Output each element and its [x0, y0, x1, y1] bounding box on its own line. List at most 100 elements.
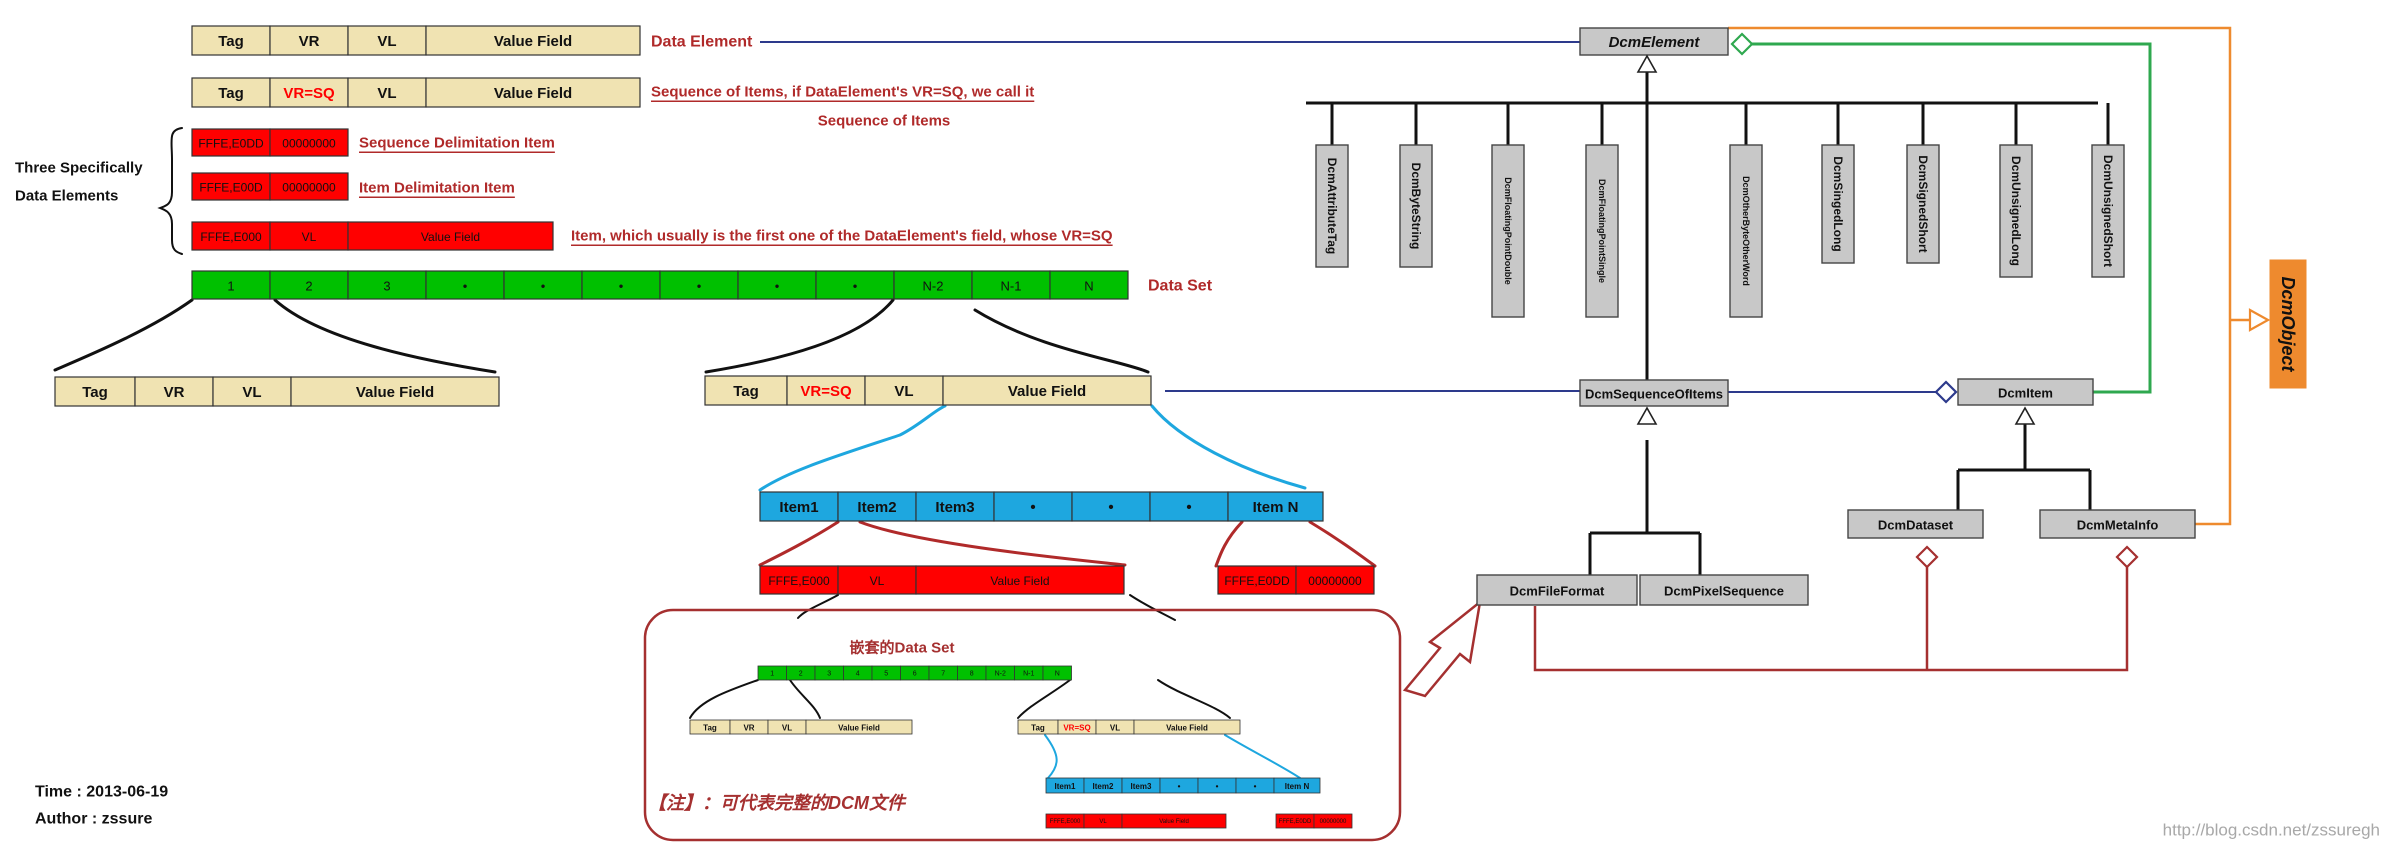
- item-row-cell-label: FFFE,E000: [200, 230, 262, 244]
- dcm-file-format-box-label: DcmFileFormat: [1510, 584, 1605, 599]
- item-row-cell-label: VL: [302, 230, 317, 244]
- dcm-object-box: [2269, 259, 2307, 389]
- dcm-element-box: [1579, 27, 1729, 56]
- mini-items-cell: [1273, 777, 1321, 794]
- time-label: Time : 2013-06-19: [35, 784, 168, 801]
- item-element-aggregation: [1752, 42, 2152, 394]
- expanded-element-row-cell-label: Value Field: [356, 384, 434, 401]
- item-curve: [1150, 404, 1307, 490]
- mini-element-cell: [805, 719, 913, 735]
- sequence-item-diamond: [1934, 380, 1958, 404]
- subclass-box: [1399, 144, 1433, 268]
- subclass-label: DcmByteString: [1409, 163, 1423, 250]
- mini-data-set-cell-label: 8: [970, 671, 974, 678]
- dcm-dataset-box-label: DcmDataset: [1878, 518, 1954, 533]
- sequence-element-row-cell: [425, 77, 641, 108]
- element-triangle: [1636, 54, 1658, 73]
- mini-items-cell-label: Item N: [1285, 782, 1310, 791]
- mini-item-first-cell-label: FFFE,E000: [1050, 819, 1081, 825]
- data-set-row-cell-label: N-2: [923, 279, 944, 294]
- expand-curve: [273, 298, 497, 374]
- items-row-cell: [1071, 491, 1151, 522]
- data-set-row-cell: [581, 270, 661, 300]
- subclass-box: [1906, 144, 1940, 264]
- sequence-label-line1: Sequence of Items, if DataElement's VR=S…: [651, 84, 1034, 101]
- mini-element-cell-label: Value Field: [838, 724, 880, 733]
- mini-items-cell-label: •: [1178, 782, 1181, 791]
- dcm-sequence-box: [1579, 379, 1729, 407]
- dcm-file-format-box: [1476, 574, 1638, 606]
- expanded-element-row-cell: [54, 376, 136, 407]
- items-row-cell-label: •: [1030, 499, 1035, 516]
- author-label: Author : zssure: [35, 811, 152, 828]
- mini-data-set-cell-label: 2: [799, 671, 803, 678]
- subclass-label: DcmFloatingPointSingle: [1597, 179, 1607, 283]
- data-set-row-cell-label: N-1: [1001, 279, 1022, 294]
- mini-data-set-cell-label: 1: [770, 671, 774, 678]
- items-row-cell-label: Item N: [1253, 499, 1299, 516]
- items-row-cell-label: Item2: [857, 499, 896, 516]
- item-last-row-cell-label: FFFE,E0DD: [1224, 574, 1290, 588]
- subclass-label: DcmUnsignedLong: [2009, 156, 2023, 266]
- items-row-cell: [759, 491, 839, 522]
- nested-curve: [1129, 594, 1176, 621]
- dcm-object-label: DcmObject: [2278, 276, 2298, 372]
- data-set-row-cell: [1049, 270, 1129, 300]
- sequence-element-row-cell: [347, 77, 427, 108]
- expanded-sequence-row-cell: [942, 375, 1152, 406]
- expand-curve: [53, 298, 194, 372]
- data-set-label: Data Set: [1148, 278, 1213, 295]
- three-elements-brace: [157, 127, 183, 255]
- expanded-sequence-row-cell-label: Value Field: [1008, 383, 1086, 400]
- mini-item-first-cell: [1121, 813, 1227, 829]
- mini-item-first-cell-label: VL: [1099, 819, 1107, 825]
- data-set-row-cell: [503, 270, 583, 300]
- mini-curve: [1017, 679, 1071, 719]
- item-row-cell: [191, 221, 271, 251]
- data-set-row-cell-label: •: [853, 279, 858, 294]
- data-set-row-cell: [191, 270, 271, 300]
- data-element-row-cell-label: Tag: [218, 33, 244, 50]
- subclass-label: DcmSingedLong: [1831, 156, 1845, 251]
- item-delim-row-cell-label: FFFE,E00D: [199, 181, 263, 195]
- expanded-sequence-row-cell: [864, 375, 944, 406]
- dcm-sequence-box-label: DcmSequenceOfItems: [1585, 387, 1723, 402]
- dataset-diamond: [1915, 545, 1939, 569]
- items-row-cell: [1227, 491, 1324, 522]
- expand-curve: [973, 308, 1150, 374]
- sequence-triangle: [1636, 406, 1658, 425]
- mini-item-last-cell-label: FFFE,E0DD: [1279, 819, 1312, 825]
- data-element-row-cell: [269, 25, 349, 56]
- nested-dataset-title: 嵌套的Data Set: [849, 639, 954, 657]
- expanded-sequence-row-cell-label: VR=SQ: [800, 383, 852, 400]
- subclass-label: DcmFloatingPointDouble: [1503, 177, 1513, 285]
- sequence-label-line2: Sequence of Items: [818, 113, 951, 130]
- item-first-row-cell: [759, 565, 839, 595]
- mini-curve: [1157, 679, 1231, 719]
- items-row-cell-label: •: [1108, 499, 1113, 516]
- data-set-row-cell: [815, 270, 895, 300]
- mini-data-set-cell-label: N: [1055, 671, 1060, 678]
- data-element-row-cell-label: VL: [377, 33, 396, 50]
- data-element-label: Data Element: [651, 34, 753, 51]
- three-elements-label-line2: Data Elements: [15, 188, 118, 205]
- mini-element-cell-label: Tag: [703, 724, 717, 733]
- watermark-text: http://blog.csdn.net/zssuregh: [2163, 821, 2380, 840]
- item-first-row-cell-label: VL: [870, 574, 885, 588]
- mini-data-set-cell: [1042, 665, 1072, 681]
- dcm-metainfo-box-label: DcmMetaInfo: [2077, 518, 2159, 533]
- mini-items-cell-label: Item1: [1055, 782, 1076, 791]
- mini-items-cell-label: Item3: [1131, 782, 1152, 791]
- data-set-row-cell-label: 1: [227, 279, 234, 294]
- element-diamond: [1730, 32, 1754, 56]
- data-set-row-cell-label: •: [697, 279, 702, 294]
- expanded-sequence-row-cell-label: VL: [894, 383, 913, 400]
- nested-curve: [797, 594, 839, 619]
- mini-data-set-cell-label: N-1: [1023, 671, 1034, 678]
- dcm-metainfo-box: [2039, 509, 2196, 539]
- data-element-row-cell-label: Value Field: [494, 33, 572, 50]
- item-triangle: [2014, 406, 2036, 425]
- data-set-row-cell-label: •: [463, 279, 468, 294]
- subclass-label: DcmUnsignedShort: [2101, 155, 2115, 267]
